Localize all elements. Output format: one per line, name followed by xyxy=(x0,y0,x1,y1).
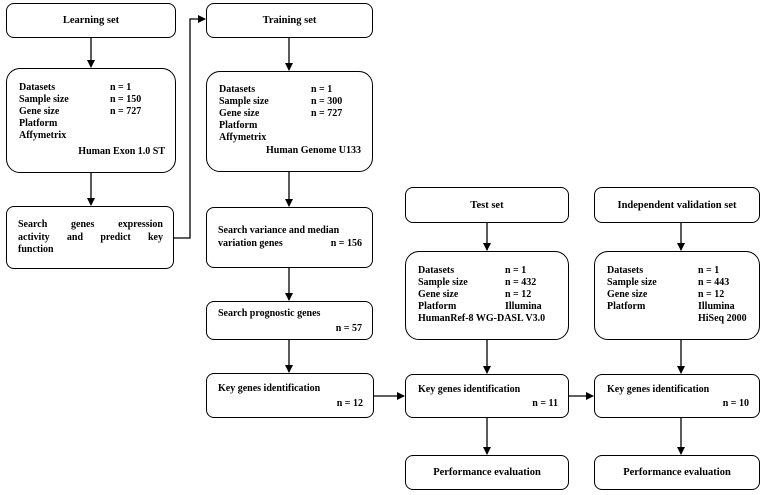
variance-line-1: Search variance and median xyxy=(218,225,340,236)
training-key-genes-box: Key genes identification n = 12 xyxy=(206,373,374,418)
validation-set-box: Independent validation set xyxy=(594,187,760,223)
test-set-box: Test set xyxy=(405,187,569,223)
test-set-title: Test set xyxy=(470,199,504,211)
platform-name: Human Exon 1.0 ST xyxy=(78,146,165,157)
platform-label: Platform xyxy=(418,301,457,312)
datasets-value: n = 1 xyxy=(110,82,132,93)
search-line-1: Search genes expression xyxy=(18,219,163,230)
sample-size-label: Sample size xyxy=(418,277,468,288)
key-genes-value: n = 10 xyxy=(722,398,749,409)
datasets-value: n = 1 xyxy=(505,265,527,276)
gene-size-label: Gene size xyxy=(219,108,260,119)
key-genes-label: Key genes identification xyxy=(607,384,710,395)
sample-size-value: n = 443 xyxy=(698,277,730,288)
key-genes-value: n = 11 xyxy=(532,398,558,409)
gene-size-label: Gene size xyxy=(607,289,648,300)
performance-evaluation-label: Performance evaluation xyxy=(623,467,731,478)
gene-size-value: n = 12 xyxy=(505,289,532,300)
datasets-label: Datasets xyxy=(19,82,56,93)
platform-name: HiSeq 2000 xyxy=(698,313,747,324)
platform-name: HumanRef-8 WG-DASL V3.0 xyxy=(418,313,546,324)
validation-details-box: Datasets n = 1 Sample size n = 443 Gene … xyxy=(594,251,760,340)
platform-name: Human Genome U133 xyxy=(266,145,361,156)
validation-set-title: Independent validation set xyxy=(617,199,737,211)
search-line-2: activity and predict key xyxy=(18,231,163,243)
prognostic-value: n = 57 xyxy=(335,323,362,334)
sample-size-value: n = 300 xyxy=(311,96,343,107)
validation-key-genes-box: Key genes identification n = 10 xyxy=(594,374,760,418)
platform-vendor: Affymetrix xyxy=(19,130,67,141)
platform-label: Platform xyxy=(19,118,58,129)
learning-set-title: Learning set xyxy=(62,15,120,26)
validation-performance-box: Performance evaluation xyxy=(594,455,760,490)
platform-vendor: Affymetrix xyxy=(219,132,267,143)
key-genes-value: n = 12 xyxy=(336,398,363,409)
performance-evaluation-label: Performance evaluation xyxy=(433,467,541,478)
platform-value: Illumina xyxy=(505,301,542,312)
datasets-label: Datasets xyxy=(607,265,644,276)
prognostic-genes-box: Search prognostic genes n = 57 xyxy=(206,301,373,340)
test-key-genes-box: Key genes identification n = 11 xyxy=(405,374,569,418)
gene-size-value: n = 12 xyxy=(698,289,725,300)
arrow-search-to-training xyxy=(174,15,206,239)
sample-size-label: Sample size xyxy=(607,277,657,288)
variance-value: n = 156 xyxy=(330,238,362,249)
variance-genes-box: Search variance and median variation gen… xyxy=(206,207,373,268)
sample-size-label: Sample size xyxy=(219,96,269,107)
learning-details-box: Datasets n = 1 Sample size n = 150 Gene … xyxy=(6,68,176,173)
gene-size-label: Gene size xyxy=(418,289,459,300)
datasets-label: Datasets xyxy=(219,84,256,95)
datasets-value: n = 1 xyxy=(311,84,333,95)
gene-size-value: n = 727 xyxy=(110,106,142,117)
platform-label: Platform xyxy=(219,120,258,131)
sample-size-value: n = 432 xyxy=(505,277,537,288)
learning-search-box: Search genes expression activity and pre… xyxy=(6,206,174,269)
search-line-3: function xyxy=(18,244,54,255)
prognostic-label: Search prognostic genes xyxy=(218,308,321,319)
gene-size-value: n = 727 xyxy=(311,108,343,119)
training-set-box: Training set xyxy=(206,3,373,38)
variance-line-2: variation genes xyxy=(218,238,283,249)
test-details-box: Datasets n = 1 Sample size n = 432 Gene … xyxy=(405,251,569,340)
test-performance-box: Performance evaluation xyxy=(405,455,569,490)
platform-label: Platform xyxy=(607,301,646,312)
datasets-label: Datasets xyxy=(418,265,455,276)
training-set-title: Training set xyxy=(262,15,317,26)
platform-value: Illumina xyxy=(698,301,735,312)
key-genes-label: Key genes identification xyxy=(418,384,521,395)
datasets-value: n = 1 xyxy=(698,265,720,276)
sample-size-value: n = 150 xyxy=(110,94,142,105)
learning-set-box: Learning set xyxy=(6,3,176,38)
key-genes-label: Key genes identification xyxy=(218,383,321,394)
sample-size-label: Sample size xyxy=(19,94,69,105)
gene-size-label: Gene size xyxy=(19,106,60,117)
training-details-box: Datasets n = 1 Sample size n = 300 Gene … xyxy=(206,71,373,172)
